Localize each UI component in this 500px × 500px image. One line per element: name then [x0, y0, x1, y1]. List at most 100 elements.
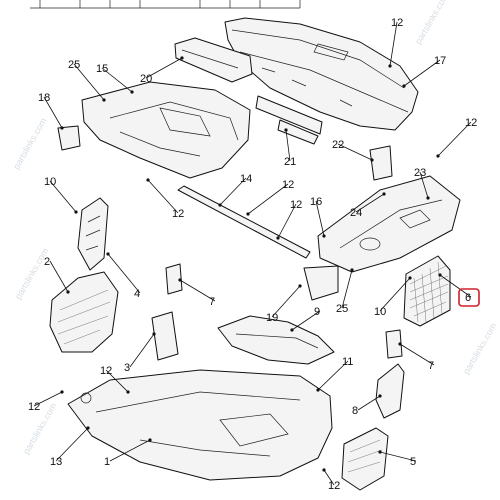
leader-anchor: [382, 192, 386, 196]
leader-line: [55, 427, 89, 462]
leader-anchor: [180, 56, 184, 60]
highlight-box: [458, 288, 480, 307]
leader-line: [33, 391, 63, 407]
callout-label-10: 10: [374, 306, 386, 318]
callout-label-17: 17: [434, 55, 446, 67]
callout-label-10: 10: [44, 176, 56, 188]
leader-line: [129, 333, 155, 368]
leader-line: [315, 200, 325, 237]
leader-line: [419, 171, 429, 199]
callout-label-8: 8: [352, 405, 358, 417]
leader-line: [355, 193, 385, 213]
leader-anchor: [74, 210, 78, 214]
leader-anchor: [284, 128, 288, 132]
leader-anchor: [146, 178, 150, 182]
callout-label-12: 12: [28, 401, 40, 413]
callout-label-7: 7: [428, 360, 434, 372]
leader-anchor: [408, 276, 412, 280]
leader-anchor: [126, 390, 130, 394]
leader-line: [399, 343, 435, 366]
leader-line: [109, 439, 151, 462]
leader-line: [341, 269, 353, 309]
leader-anchor: [388, 64, 392, 68]
callout-label-12: 12: [391, 17, 403, 29]
leader-line: [101, 67, 133, 93]
callout-label-25: 25: [68, 59, 80, 71]
leader-line: [49, 180, 77, 213]
bracket-18: [57, 125, 81, 151]
leader-line: [43, 96, 63, 129]
leader-line: [379, 277, 411, 312]
bracket-22: [369, 145, 393, 181]
callout-label-23: 23: [414, 167, 426, 179]
callout-label-3: 3: [124, 362, 130, 374]
leader-line: [379, 451, 417, 462]
callout-label-7: 7: [209, 296, 215, 308]
leader-line: [291, 310, 321, 331]
leader-anchor: [322, 234, 326, 238]
leader-anchor: [436, 154, 440, 158]
callout-label-19: 19: [266, 312, 278, 324]
leader-line: [145, 57, 183, 79]
callout-label-12: 12: [100, 365, 112, 377]
leader-anchor: [370, 158, 374, 162]
callout-label-16: 16: [310, 196, 322, 208]
callout-labels: 1234567789101011121212121212121213141516…: [28, 17, 480, 492]
leader-line: [277, 203, 297, 239]
leader-anchor: [290, 328, 294, 332]
leader-anchor: [322, 468, 326, 472]
callout-label-15: 15: [96, 63, 108, 75]
callout-label-22: 22: [332, 139, 344, 151]
left-floor-underbody: [81, 81, 251, 179]
leader-line: [179, 279, 216, 302]
callout-label-20: 20: [140, 73, 152, 85]
left-splash-shield: [49, 271, 119, 353]
callout-label-4: 4: [134, 288, 140, 300]
leader-anchor: [298, 284, 302, 288]
leader-line: [147, 179, 179, 214]
callout-label-18: 18: [38, 92, 50, 104]
callout-label-12: 12: [328, 480, 340, 492]
leader-anchor: [350, 268, 354, 272]
right-splash-shield: [341, 427, 389, 491]
leader-anchor: [402, 84, 406, 88]
callout-label-12: 12: [290, 199, 302, 211]
callout-label-6: 6: [465, 292, 471, 304]
main-engine-undercover: [67, 369, 333, 481]
bracket-7b: [385, 329, 403, 359]
leader-line: [317, 360, 349, 391]
leader-anchor: [218, 203, 222, 207]
leader-anchor: [60, 390, 64, 394]
rear-under-panel: [317, 175, 461, 273]
rear-splash-shield: [303, 265, 339, 301]
leader-anchor: [276, 236, 280, 240]
callout-label-12: 12: [172, 208, 184, 220]
leader-line: [323, 469, 335, 486]
callout-label-9: 9: [314, 306, 320, 318]
callout-label-12: 12: [465, 117, 477, 129]
leader-line: [439, 274, 472, 298]
leader-anchor: [106, 252, 110, 256]
leader-line: [247, 183, 289, 215]
leader-line: [337, 143, 373, 161]
tie-bar: [177, 185, 311, 259]
leader-line: [285, 129, 291, 162]
callout-label-5: 5: [410, 456, 416, 468]
right-side-guard: [375, 363, 405, 419]
callout-label-12: 12: [282, 179, 294, 191]
leader-line: [389, 21, 398, 67]
callout-label-11: 11: [342, 356, 353, 368]
leader-anchor: [130, 90, 134, 94]
rear-crossmember-panel: [224, 17, 419, 131]
callout-label-2: 2: [44, 256, 50, 268]
watermark-text: partslinks.com: [13, 246, 50, 301]
leader-line: [403, 59, 441, 87]
leader-line: [107, 253, 141, 294]
leader-anchor: [148, 438, 152, 442]
leader-anchor: [246, 212, 250, 216]
callout-label-1: 1: [104, 456, 110, 468]
leader-lines: [33, 21, 472, 486]
leader-line: [105, 369, 129, 393]
